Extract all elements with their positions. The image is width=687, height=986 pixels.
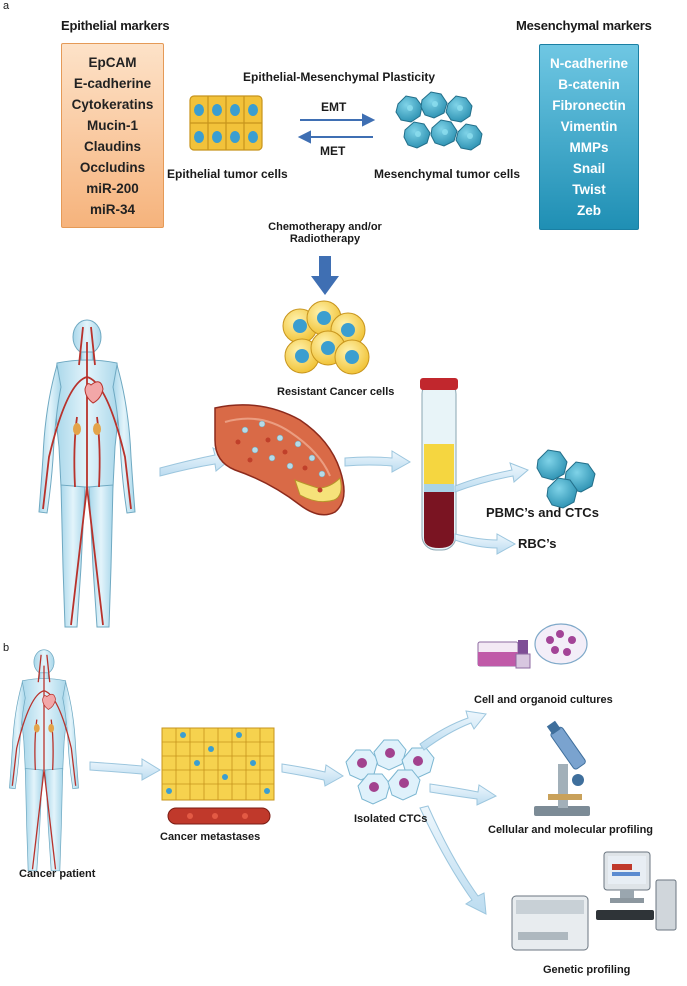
flow-arrow-icon bbox=[429, 783, 498, 806]
panel-label-b: b bbox=[3, 642, 10, 654]
mesenchymal-marker: Fibronectin bbox=[552, 98, 626, 113]
mesenchymal-marker: Zeb bbox=[576, 203, 601, 218]
blood-tube-illustration bbox=[420, 378, 458, 551]
mesenchymal-cells-illustration bbox=[395, 91, 483, 151]
isolated-ctcs-label: Isolated CTCs bbox=[354, 813, 428, 825]
mesenchymal-marker: Twist bbox=[572, 182, 606, 197]
mesenchymal-marker: Vimentin bbox=[560, 119, 618, 134]
culture-flask-illustration bbox=[477, 640, 531, 669]
met-label: MET bbox=[320, 144, 346, 158]
flow-arrow-icon bbox=[454, 533, 517, 555]
mesenchymal-marker: N-cadherine bbox=[549, 56, 629, 71]
epithelial-marker: Claudins bbox=[83, 138, 141, 154]
panel-label-a: a bbox=[3, 0, 10, 12]
plasticity-title: Epithelial-Mesenchymal Plasticity bbox=[243, 70, 436, 84]
treatment-line-2: Radiotherapy bbox=[289, 233, 361, 245]
epithelial-marker: Cytokeratins bbox=[71, 96, 154, 112]
epithelial-marker: miR-34 bbox=[89, 201, 135, 217]
human-body-illustration bbox=[38, 319, 136, 628]
flow-arrow-icon bbox=[419, 710, 487, 751]
mesenchymal-marker: Snail bbox=[572, 161, 606, 176]
epithelial-marker: Occludins bbox=[79, 159, 146, 175]
pbmc-label: PBMC’s and CTCs bbox=[486, 505, 599, 520]
down-arrow-icon bbox=[311, 256, 339, 295]
epithelial-markers-box: EpCAM E-cadherine Cytokeratins Mucin-1 C… bbox=[61, 43, 164, 228]
petri-dish-illustration bbox=[534, 623, 588, 665]
sequencer-icon bbox=[511, 895, 589, 951]
epithelial-marker: miR-200 bbox=[86, 180, 139, 196]
resistant-cells-illustration bbox=[282, 300, 370, 375]
treatment-line-1: Chemotherapy and/or bbox=[268, 221, 382, 233]
pbmc-cells-illustration bbox=[536, 449, 596, 509]
flow-arrow-icon bbox=[454, 462, 529, 493]
blood-vessel-illustration bbox=[214, 404, 345, 516]
cancer-metastases-label: Cancer metastases bbox=[160, 831, 261, 843]
flow-arrow-icon bbox=[89, 758, 161, 781]
epithelial-cells-label: Epithelial tumor cells bbox=[167, 167, 288, 181]
mesenchymal-markers-box: N-cadherine B-catenin Fibronectin Viment… bbox=[539, 44, 639, 230]
epithelial-marker: E-cadherine bbox=[73, 75, 152, 91]
flow-arrow-icon bbox=[344, 450, 411, 473]
flow-arrow-icon bbox=[159, 447, 233, 477]
treatment-label: Chemotherapy and/or Radiotherapy bbox=[253, 221, 397, 245]
mesenchymal-marker: B-catenin bbox=[558, 77, 620, 92]
rbc-label: RBC’s bbox=[518, 536, 557, 551]
emt-label: EMT bbox=[321, 100, 347, 114]
genetic-profiling-label: Genetic profiling bbox=[543, 964, 631, 976]
human-body-illustration-b bbox=[8, 649, 80, 872]
microscope-icon bbox=[534, 720, 590, 816]
resistant-cells-label: Resistant Cancer cells bbox=[277, 386, 395, 398]
epithelial-marker: EpCAM bbox=[88, 54, 137, 70]
cellular-profiling-label: Cellular and molecular profiling bbox=[488, 824, 654, 836]
metastasis-tissue-illustration bbox=[161, 727, 275, 825]
cancer-patient-label: Cancer patient bbox=[19, 868, 96, 880]
isolated-ctcs-illustration bbox=[345, 739, 435, 805]
flow-arrow-icon bbox=[281, 763, 344, 787]
epithelial-markers-heading: Epithelial markers bbox=[61, 18, 170, 33]
flow-arrow-icon bbox=[419, 805, 487, 915]
epithelial-cells-illustration bbox=[189, 95, 263, 151]
mesenchymal-cells-label: Mesenchymal tumor cells bbox=[374, 167, 521, 181]
cultures-label: Cell and organoid cultures bbox=[474, 694, 613, 706]
epithelial-marker: Mucin-1 bbox=[86, 117, 138, 133]
emt-met-arrows bbox=[297, 113, 376, 144]
mesenchymal-marker: MMPs bbox=[569, 140, 609, 155]
computer-icon bbox=[596, 851, 677, 931]
mesenchymal-markers-heading: Mesenchymal markers bbox=[516, 18, 652, 33]
